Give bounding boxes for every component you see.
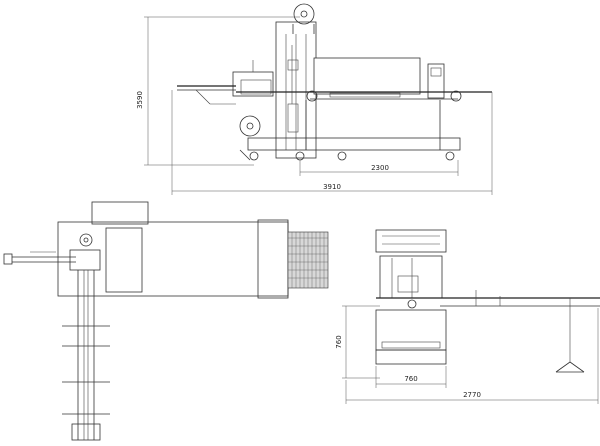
plan-tunnel-hood (91, 201, 149, 225)
side-total-length-dimension: 2770 (463, 391, 481, 399)
side-lower-body (375, 309, 447, 351)
front-caster-wheel (249, 151, 259, 161)
front-elevation-view: 3590 2300 3910 (136, 3, 493, 195)
front-caster-wheel (295, 151, 305, 161)
front-height-dimension: 3590 (136, 91, 144, 109)
front-caster-wheel (337, 151, 347, 161)
side-height-dimension: 760 (335, 335, 343, 348)
front-shrink-tunnel (313, 57, 421, 95)
plan-tunnel-end (257, 219, 289, 299)
side-width-dimension: 760 (404, 375, 417, 383)
front-lower-reel (239, 115, 261, 137)
plan-film-reel (79, 233, 93, 247)
front-base-frame (247, 137, 461, 151)
front-top-reel (293, 3, 315, 25)
front-inner-length-dimension: 2300 (371, 164, 389, 172)
plan-view (3, 201, 329, 441)
side-stand (555, 361, 571, 373)
side-upper-hood (375, 229, 447, 253)
front-control-box (427, 63, 445, 99)
front-total-length-dimension: 3910 (323, 183, 341, 191)
front-caster-wheel (445, 151, 455, 161)
side-elevation-view: 760 760 2770 (335, 229, 600, 404)
plan-machine-body (57, 221, 289, 297)
